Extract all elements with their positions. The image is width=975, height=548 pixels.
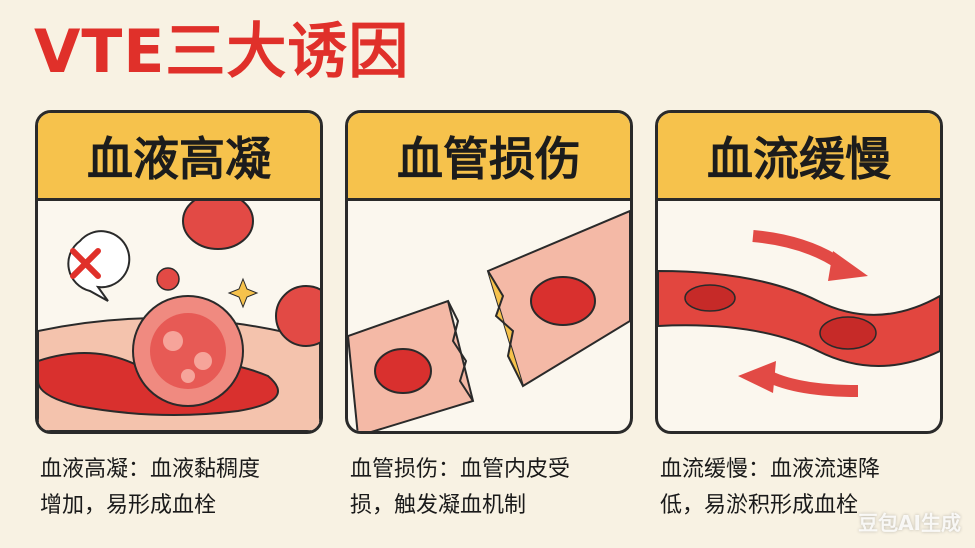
panel-heading: 血管损伤 bbox=[348, 113, 630, 201]
panel-heading: 血流缓慢 bbox=[658, 113, 940, 201]
slow-flow-illustration bbox=[658, 230, 940, 397]
caption-vessel-injury: 血管损伤：血管内皮受 损，触发凝血机制 bbox=[350, 452, 650, 524]
arrow-right-icon bbox=[752, 230, 868, 281]
caption-slow-flow: 血流缓慢：血液流速降 低，易淤积形成血栓 bbox=[660, 452, 960, 524]
caption-line: 血液高凝：血液黏稠度 bbox=[40, 457, 261, 482]
arrow-left-icon bbox=[738, 361, 859, 397]
watermark: 豆包AI生成 bbox=[858, 511, 961, 535]
caption-hypercoagulability: 血液高凝：血液黏稠度 增加，易形成血栓 bbox=[40, 452, 340, 524]
x-mark-icon bbox=[67, 230, 131, 302]
clot-illustration bbox=[38, 201, 320, 431]
broken-vessel-illustration bbox=[348, 209, 630, 431]
caption-line: 血流缓慢：血液流速降 bbox=[660, 457, 881, 482]
caption-line: 损，触发凝血机制 bbox=[350, 493, 527, 518]
caption-line: 增加，易形成血栓 bbox=[40, 493, 217, 518]
caption-line: 血管损伤：血管内皮受 bbox=[350, 457, 571, 482]
panel-heading: 血液高凝 bbox=[38, 113, 320, 201]
caption-line: 低，易淤积形成血栓 bbox=[660, 493, 859, 518]
panel-slow-flow: 血流缓慢 bbox=[655, 110, 943, 434]
page-title: VTE三大诱因 bbox=[34, 17, 410, 87]
panel-vessel-injury: 血管损伤 bbox=[345, 110, 633, 434]
panel-hypercoagulability: 血液高凝 bbox=[35, 110, 323, 434]
